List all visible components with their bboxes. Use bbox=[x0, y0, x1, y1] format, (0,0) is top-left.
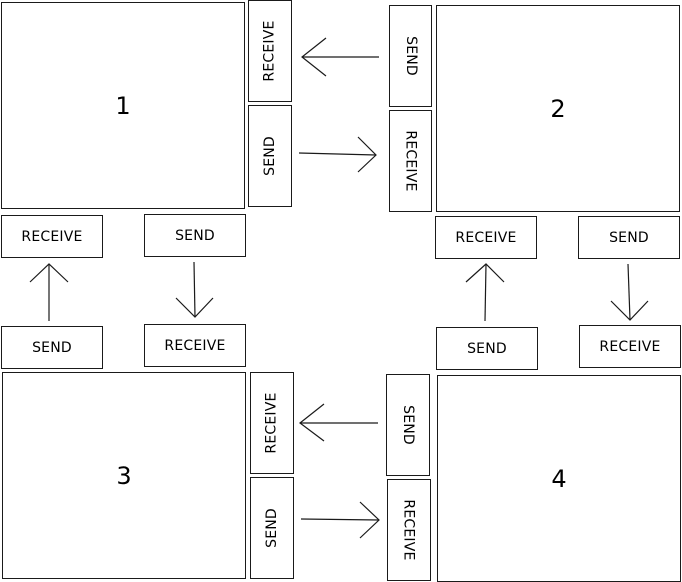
node-1-bottom-send-tag: SEND bbox=[144, 214, 246, 257]
node-2-send-label: SEND bbox=[402, 36, 419, 76]
arrow-node4-to-node2 bbox=[465, 263, 505, 322]
node-1-bottom-send-label: SEND bbox=[175, 227, 215, 244]
node-3-receive-tag: RECEIVE bbox=[250, 372, 294, 474]
arrow-node3-to-node4 bbox=[300, 501, 380, 539]
node-2-bottom-send-label: SEND bbox=[609, 229, 649, 246]
node-1-receive-label: RECEIVE bbox=[262, 20, 278, 82]
arrow-node1-to-node2 bbox=[298, 136, 377, 173]
node-2: 2 bbox=[436, 5, 680, 212]
arrow-node4-to-node3 bbox=[299, 403, 378, 442]
node-3-receive-label: RECEIVE bbox=[264, 392, 280, 454]
node-3-top-send-tag: SEND bbox=[1, 326, 103, 369]
node-4-top-receive-label: RECEIVE bbox=[599, 338, 661, 355]
node-4-receive-label: RECEIVE bbox=[401, 499, 417, 561]
node-3-top-receive-tag: RECEIVE bbox=[144, 324, 246, 367]
node-3-send-tag: SEND bbox=[250, 477, 294, 579]
node-1-bottom-receive-label: RECEIVE bbox=[21, 228, 83, 245]
node-4-send-label: SEND bbox=[399, 405, 416, 445]
node-3-send-label: SEND bbox=[263, 508, 280, 548]
node-3-top-send-label: SEND bbox=[32, 339, 72, 356]
node-2-bottom-receive-label: RECEIVE bbox=[455, 229, 517, 246]
node-3-label: 3 bbox=[116, 461, 132, 490]
node-4-label: 4 bbox=[551, 464, 567, 493]
node-2-send-tag: SEND bbox=[389, 5, 432, 107]
node-3: 3 bbox=[2, 372, 246, 579]
node-1: 1 bbox=[1, 2, 245, 209]
arrow-node3-to-node1 bbox=[29, 263, 69, 321]
arrow-node1-to-node3 bbox=[175, 261, 214, 318]
node-1-label: 1 bbox=[115, 91, 131, 120]
node-2-label: 2 bbox=[550, 94, 566, 123]
node-2-receive-tag: RECEIVE bbox=[389, 110, 432, 212]
node-2-bottom-send-tag: SEND bbox=[578, 216, 680, 259]
arrow-node2-to-node4 bbox=[610, 263, 649, 321]
node-4-top-send-tag: SEND bbox=[436, 327, 538, 370]
node-3-top-receive-label: RECEIVE bbox=[164, 337, 226, 354]
arrow-node2-to-node1 bbox=[301, 37, 379, 77]
node-4-top-send-label: SEND bbox=[467, 340, 507, 357]
node-1-send-label: SEND bbox=[261, 136, 278, 176]
node-1-bottom-receive-tag: RECEIVE bbox=[1, 215, 103, 258]
node-2-bottom-receive-tag: RECEIVE bbox=[435, 216, 537, 259]
node-1-receive-tag: RECEIVE bbox=[248, 0, 292, 102]
node-4-top-receive-tag: RECEIVE bbox=[579, 325, 681, 368]
node-4: 4 bbox=[437, 375, 681, 582]
node-2-receive-label: RECEIVE bbox=[402, 130, 419, 192]
node-4-receive-tag: RECEIVE bbox=[387, 479, 431, 581]
node-4-send-tag: SEND bbox=[386, 374, 430, 476]
node-1-send-tag: SEND bbox=[248, 105, 292, 207]
